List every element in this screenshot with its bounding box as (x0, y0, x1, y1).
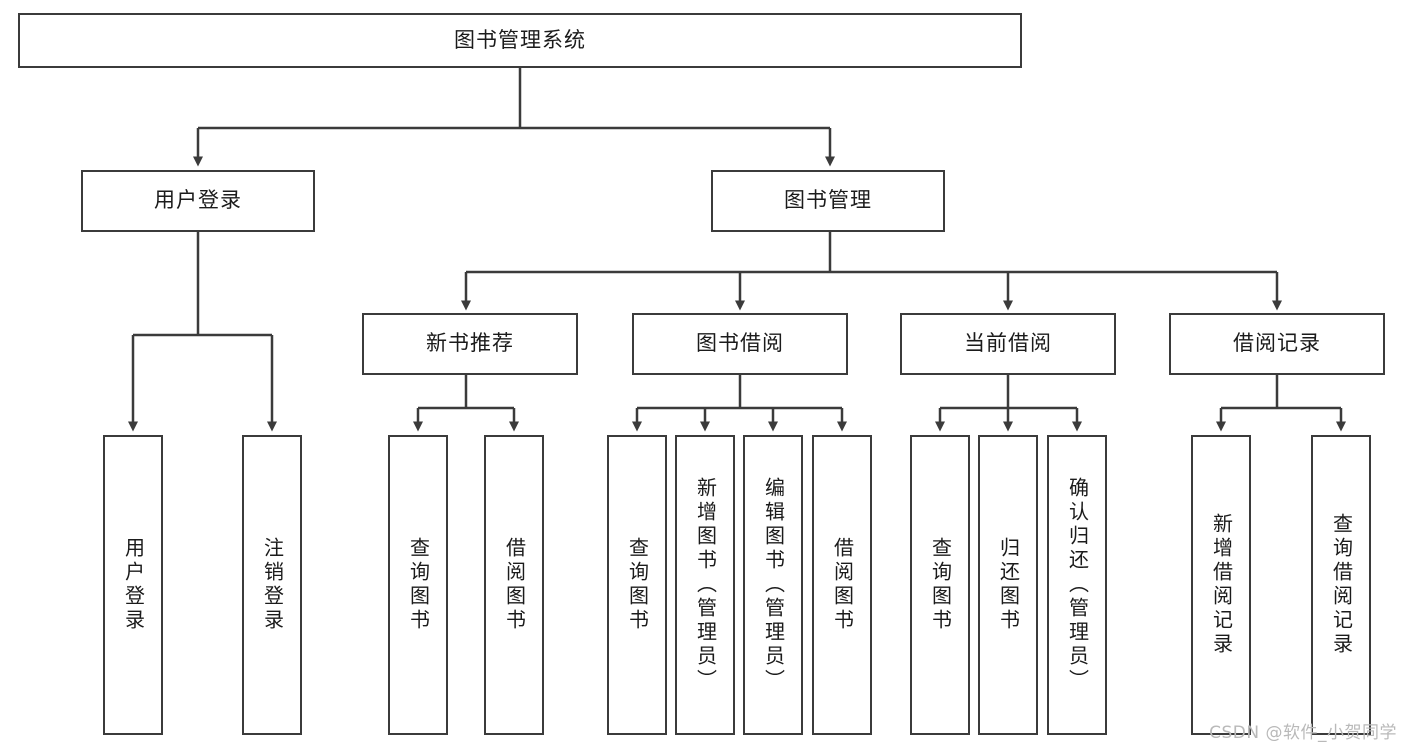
node-current-borrowing[interactable]: 当前借阅 (900, 313, 1116, 375)
node-root-library-management-system[interactable]: 图书管理系统 (18, 13, 1022, 68)
node-label: 新增图书（管理员） (693, 477, 718, 693)
node-label: 借阅图书 (830, 537, 855, 633)
node-label: 用户登录 (121, 537, 146, 633)
node-label: 查询图书 (625, 537, 650, 633)
node-label: 图书管理系统 (454, 27, 586, 52)
leaf-user-login-logout[interactable]: 注销登录 (242, 435, 302, 735)
watermark-text: CSDN @软件_小贺同学 (1209, 723, 1397, 743)
node-label: 新增借阅记录 (1209, 513, 1234, 657)
node-label: 借阅记录 (1233, 331, 1321, 356)
node-label: 注销登录 (260, 537, 285, 633)
node-label: 新书推荐 (426, 331, 514, 356)
node-label: 编辑图书（管理员） (761, 477, 786, 693)
node-label: 查询图书 (406, 537, 431, 633)
node-label: 图书借阅 (696, 331, 784, 356)
leaf-new-book-query-book[interactable]: 查询图书 (388, 435, 448, 735)
leaf-book-borrow-borrow-book[interactable]: 借阅图书 (812, 435, 872, 735)
leaf-book-borrow-query-book[interactable]: 查询图书 (607, 435, 667, 735)
node-label: 当前借阅 (964, 331, 1052, 356)
node-label: 确认归还（管理员） (1065, 477, 1090, 693)
node-book-borrowing[interactable]: 图书借阅 (632, 313, 848, 375)
leaf-current-borrow-confirm-return-admin[interactable]: 确认归还（管理员） (1047, 435, 1107, 735)
node-label: 查询借阅记录 (1329, 513, 1354, 657)
node-label: 归还图书 (996, 537, 1021, 633)
leaf-borrow-record-add-record[interactable]: 新增借阅记录 (1191, 435, 1251, 735)
node-label: 借阅图书 (502, 537, 527, 633)
leaf-book-borrow-edit-book-admin[interactable]: 编辑图书（管理员） (743, 435, 803, 735)
node-user-login[interactable]: 用户登录 (81, 170, 315, 232)
node-borrowing-record[interactable]: 借阅记录 (1169, 313, 1385, 375)
node-label: 用户登录 (154, 188, 242, 213)
leaf-current-borrow-return-book[interactable]: 归还图书 (978, 435, 1038, 735)
leaf-borrow-record-query-record[interactable]: 查询借阅记录 (1311, 435, 1371, 735)
leaf-book-borrow-add-book-admin[interactable]: 新增图书（管理员） (675, 435, 735, 735)
node-new-book-recommendation[interactable]: 新书推荐 (362, 313, 578, 375)
node-book-management[interactable]: 图书管理 (711, 170, 945, 232)
node-label: 图书管理 (784, 188, 872, 213)
leaf-current-borrow-query-book[interactable]: 查询图书 (910, 435, 970, 735)
node-label: 查询图书 (928, 537, 953, 633)
leaf-user-login-login[interactable]: 用户登录 (103, 435, 163, 735)
leaf-new-book-borrow-book[interactable]: 借阅图书 (484, 435, 544, 735)
